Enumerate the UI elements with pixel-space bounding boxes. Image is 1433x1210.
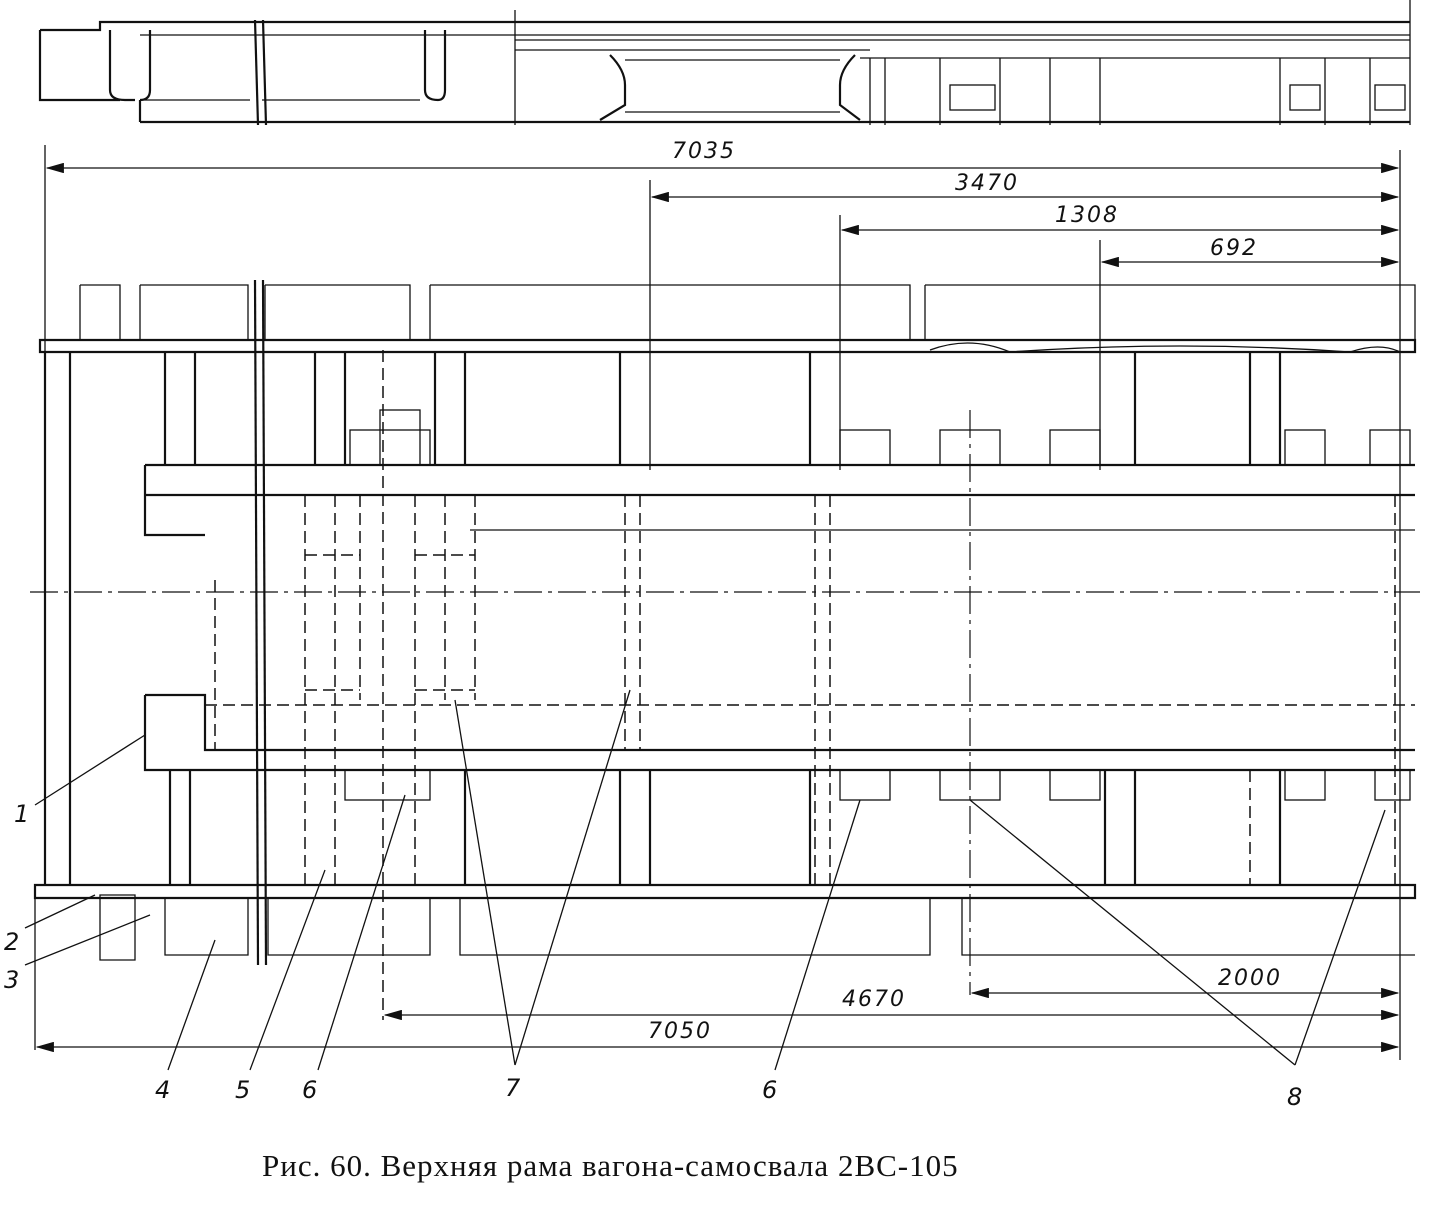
side-view-strip (38, 0, 1411, 126)
dim-4670: 4670 (842, 987, 906, 1012)
figure-caption: Рис. 60. Верхняя рама вагона-самосвала 2… (262, 1148, 959, 1183)
callout-1: 1 (14, 800, 29, 828)
dim-7050: 7050 (648, 1019, 712, 1044)
dim-2000: 2000 (1218, 966, 1282, 991)
callout-7: 7 (505, 1074, 521, 1102)
main-frame (30, 279, 1420, 1050)
callout-6-right: 6 (762, 1076, 777, 1104)
top-dimensions (44, 145, 1401, 1060)
dim-1308: 1308 (1055, 203, 1119, 228)
dim-692: 692 (1210, 236, 1258, 261)
bottom-dimensions (35, 987, 1400, 1053)
dim-7035: 7035 (672, 139, 736, 164)
callout-3: 3 (4, 966, 19, 994)
callout-5: 5 (235, 1076, 250, 1104)
callout-4: 4 (155, 1076, 170, 1104)
callout-6-left: 6 (302, 1076, 317, 1104)
callout-8: 8 (1287, 1083, 1302, 1111)
callout-2: 2 (4, 928, 19, 956)
dim-3470: 3470 (955, 171, 1019, 196)
leader-lines (24, 689, 1386, 1071)
